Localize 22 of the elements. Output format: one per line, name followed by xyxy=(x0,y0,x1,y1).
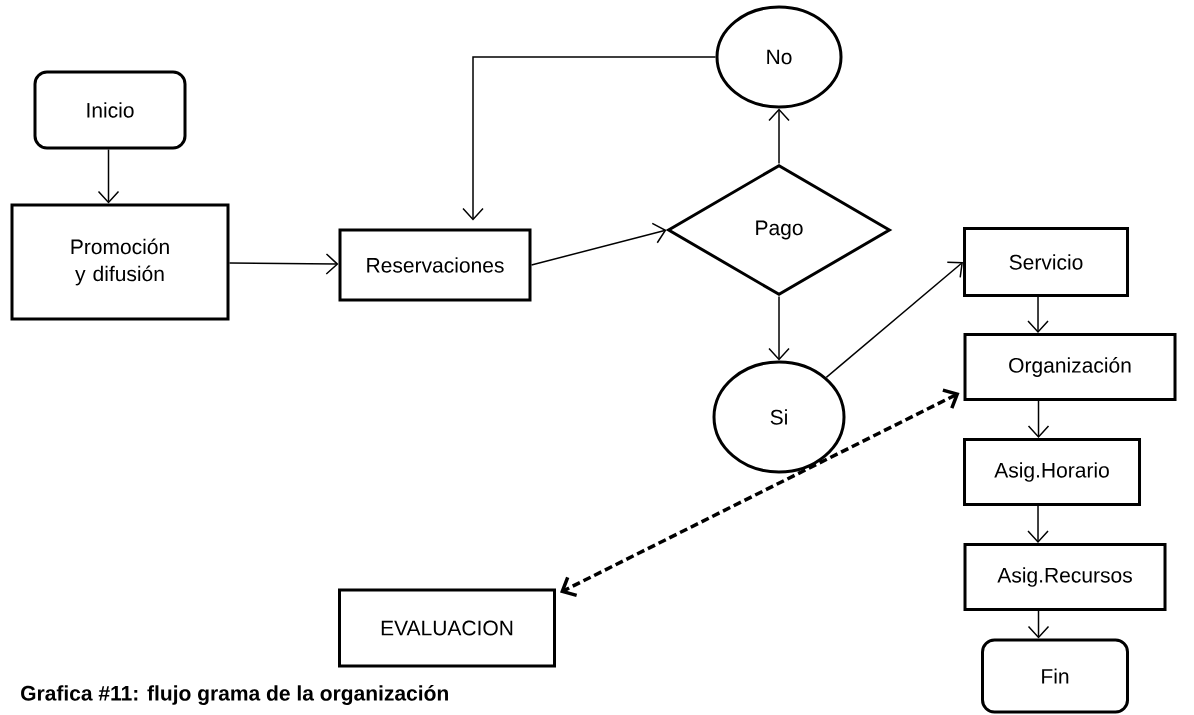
end-box: Fin xyxy=(981,638,1129,714)
process-box: Organización xyxy=(963,333,1177,401)
process-box: Promoción y difusión xyxy=(10,203,230,321)
process-box: Reservaciones xyxy=(338,228,532,302)
arrow xyxy=(768,295,790,361)
process-box: Asig.Recursos xyxy=(963,543,1167,611)
start-box: Inicio xyxy=(33,70,187,150)
arrow xyxy=(462,56,717,221)
caption: Grafica #11: flujo grama de la organización xyxy=(21,685,448,705)
process-box: EVALUACION xyxy=(338,588,556,668)
arrow xyxy=(560,388,960,598)
arrow xyxy=(825,261,963,379)
arrow xyxy=(1027,400,1050,438)
arrow xyxy=(1027,610,1050,639)
process-box: Servicio xyxy=(963,227,1129,297)
process-box: Asig.Horario xyxy=(963,438,1141,506)
arrow xyxy=(1027,505,1049,543)
arrow xyxy=(228,253,339,275)
arrow xyxy=(1027,296,1049,333)
arrow xyxy=(768,108,790,165)
arrow xyxy=(97,148,120,204)
arrow xyxy=(530,222,667,266)
